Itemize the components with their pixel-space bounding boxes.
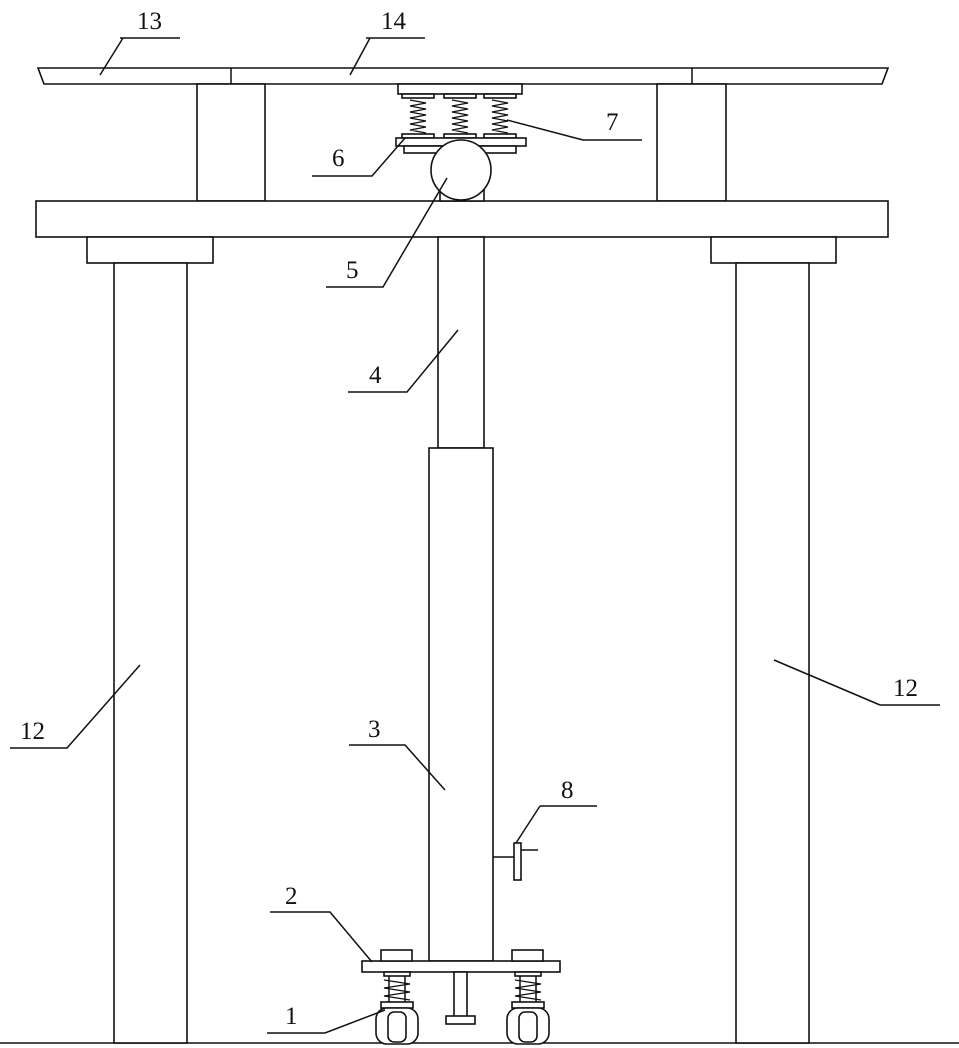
center-foot-pad: [446, 1016, 475, 1024]
caster-left: [376, 972, 418, 1044]
top-support-left: [197, 84, 265, 201]
lock-knob-8: [493, 843, 538, 880]
leg-left: [114, 263, 187, 1043]
label-13: 13: [137, 8, 162, 35]
label-12-left: 12: [20, 718, 45, 745]
leg-right: [736, 263, 809, 1043]
leg-cap-right: [711, 237, 836, 263]
caster-right: [507, 972, 549, 1044]
label-12-right: 12: [893, 675, 918, 702]
outer-tube-3: [429, 448, 493, 961]
label-4: 4: [369, 362, 382, 389]
top-support-right: [657, 84, 726, 201]
base-plate-2: [362, 961, 560, 972]
label-3: 3: [368, 716, 381, 743]
label-7: 7: [606, 109, 619, 136]
crossbeam: [36, 201, 888, 237]
top-plate-14: [38, 68, 888, 84]
label-5: 5: [346, 257, 359, 284]
inner-tube-4: [438, 237, 484, 448]
label-1: 1: [285, 1003, 298, 1030]
base-block-left: [381, 950, 412, 961]
base-block-right: [512, 950, 543, 961]
leg-cap-left: [87, 237, 213, 263]
label-6: 6: [332, 145, 345, 172]
label-8: 8: [561, 777, 574, 804]
label-2: 2: [285, 883, 298, 910]
label-14: 14: [381, 8, 407, 35]
